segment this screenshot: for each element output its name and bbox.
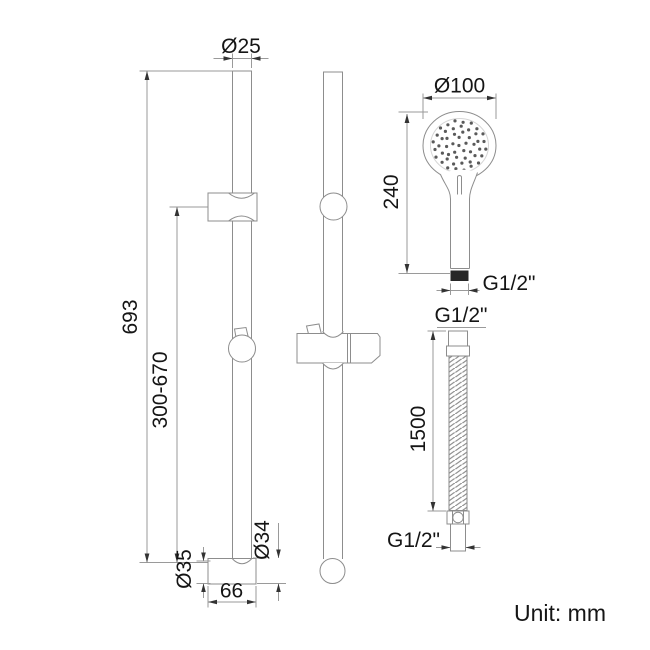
- dim-label-slider-range: 300-670: [149, 351, 172, 428]
- handset-holder-side: [296, 333, 381, 364]
- dim-hose-length: 1500: [407, 330, 446, 512]
- dim-label-end-diameter: Ø34: [251, 520, 274, 560]
- dim-base-width: 66: [207, 580, 257, 608]
- hose-bottom-tube: [450, 523, 466, 552]
- hose-body: [448, 355, 468, 511]
- dim-label-hose-length: 1500: [407, 406, 430, 453]
- dim-end-diameter: Ø34: [251, 520, 286, 601]
- hose-top-nut: [448, 330, 468, 347]
- hose-bottom-nut-circle: [452, 511, 464, 524]
- side-rail-view: [296, 71, 381, 584]
- rail-tube-end-curve: [232, 558, 252, 565]
- handset-holder-front: [207, 192, 258, 222]
- dim-handset-thread: G1/2": [436, 272, 536, 295]
- front-rail-view: [207, 70, 258, 585]
- dim-label-handset-length: 240: [380, 174, 403, 209]
- dim-hose-bottom-thread: G1/2": [387, 529, 481, 552]
- handset-view: [422, 111, 497, 281]
- dim-base-diameter: Ø35: [173, 547, 211, 598]
- dim-label-head-diameter: Ø100: [434, 75, 485, 98]
- hose-top-collar: [446, 345, 470, 357]
- hose-view: G1/2": [435, 304, 488, 552]
- handle-mode-slot: [457, 175, 462, 195]
- handset-handle-fill: [440, 169, 478, 269]
- dim-head-diameter: Ø100: [422, 75, 497, 119]
- holder-saddle-bottom-side: [322, 362, 344, 370]
- dim-label-hose-top-thread: G1/2": [435, 304, 488, 327]
- dim-label-rail-length: 693: [119, 299, 142, 334]
- wall-bracket-side: [319, 558, 346, 584]
- dim-handset-length: 240: [380, 111, 450, 274]
- rail-tube-front: [232, 70, 252, 559]
- slider-knob-front: [228, 334, 256, 363]
- holder-divider: [347, 333, 351, 363]
- nozzle-dots: [431, 119, 488, 172]
- dim-label-hose-bottom-thread: G1/2": [387, 529, 440, 552]
- dim-rail-length: 693: [119, 70, 233, 563]
- dim-label-handset-thread: G1/2": [483, 272, 536, 295]
- dim-label-rail-diameter: Ø25: [221, 35, 261, 58]
- unit-note: Unit: mm: [514, 600, 606, 626]
- handset-connector: [450, 270, 469, 281]
- dim-slider-range: 300-670: [149, 206, 208, 563]
- holder-saddle-top: [228, 192, 255, 199]
- handset-handle-outline: [440, 172, 478, 269]
- slider-knob-side: [319, 192, 348, 221]
- wall-bracket-base: [207, 558, 257, 585]
- rail-tube-side: [323, 71, 343, 559]
- holder-saddle-bottom: [228, 215, 255, 222]
- dim-label-base-width: 66: [220, 580, 243, 603]
- holder-saddle-top-side: [322, 331, 344, 338]
- dim-label-base-diameter: Ø35: [173, 549, 196, 589]
- dim-rail-diameter: Ø25: [213, 35, 269, 68]
- hose-bottom-nut: [446, 510, 470, 525]
